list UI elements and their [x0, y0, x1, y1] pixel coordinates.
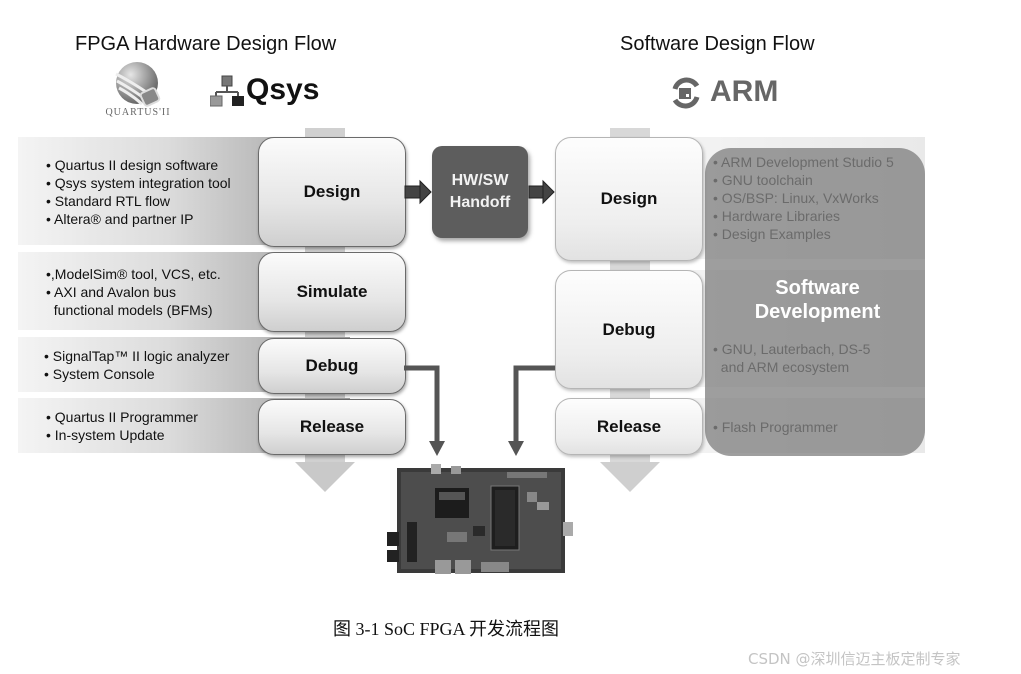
software-flow-heading: Software Design Flow: [620, 33, 815, 55]
bullet: • System Console: [44, 366, 155, 382]
hw-sw-handoff-box[interactable]: HW/SW Handoff: [432, 146, 528, 238]
hw-debug-bullets: • SignalTap™ II logic analyzer • System …: [44, 347, 229, 383]
hw-release-stage[interactable]: Release: [258, 399, 406, 455]
bullet: • Design Examples: [713, 226, 831, 242]
software-development-line1: Software: [775, 277, 860, 299]
bullet: • Qsys system integration tool: [46, 175, 231, 191]
bullet: • Quartus II design software: [46, 157, 219, 173]
hw-design-bullets: • Quartus II design software • Qsys syst…: [46, 156, 231, 228]
qsys-label: Qsys: [246, 72, 319, 108]
quartus-globe-icon: [115, 62, 161, 107]
software-development-line2: Development: [754, 301, 881, 323]
handoff-in-arrow: [404, 179, 432, 205]
bullet: • SignalTap™ II logic analyzer: [44, 348, 230, 364]
bullet: • In-system Update: [46, 427, 165, 443]
bullet: • Hardware Libraries: [713, 208, 841, 224]
bullet: • ARM Development Studio 5: [713, 154, 894, 170]
bullet: • AXI and Avalon bus: [46, 284, 176, 300]
qsys-logo: Qsys: [210, 72, 330, 112]
hardware-flow-heading: FPGA Hardware Design Flow: [75, 33, 337, 55]
quartus-logo: QUARTUS'II: [92, 60, 184, 122]
software-development-overlay: [705, 148, 925, 456]
handoff-line2: Handoff: [449, 194, 511, 211]
sw-debug-to-board-arrow: [508, 365, 555, 456]
hw-simulate-stage[interactable]: Simulate: [258, 252, 406, 332]
handoff-line1: HW/SW: [451, 172, 509, 189]
fpga-dev-board-image: [387, 464, 573, 574]
bullet: • OS/BSP: Linux, VxWorks: [713, 190, 879, 206]
watermark: CSDN @深圳信迈主板定制专家: [748, 650, 961, 668]
hw-debug-to-board-arrow: [404, 365, 445, 456]
bullet: • Quartus II Programmer: [46, 409, 198, 425]
sw-design-stage[interactable]: Design: [555, 137, 703, 261]
software-development-title: Software Development: [735, 276, 900, 324]
handoff-out-arrow: [528, 179, 555, 205]
bullet: functional models (BFMs): [46, 302, 213, 318]
hw-design-stage[interactable]: Design: [258, 137, 406, 247]
bullet: •,ModelSim® tool, VCS, etc.: [46, 266, 221, 282]
bullet: • Flash Programmer: [713, 419, 838, 435]
hw-simulate-bullets: •,ModelSim® tool, VCS, etc. • AXI and Av…: [46, 265, 221, 319]
sw-design-bullets: • ARM Development Studio 5 • GNU toolcha…: [713, 153, 894, 243]
sw-release-bullets: • Flash Programmer: [713, 418, 838, 436]
sw-release-stage[interactable]: Release: [555, 398, 703, 455]
bullet: • GNU, Lauterbach, DS-5: [713, 341, 871, 357]
hw-debug-stage[interactable]: Debug: [258, 338, 406, 394]
quartus-label: QUARTUS'II: [105, 107, 171, 118]
figure-caption: 图 3-1 SoC FPGA 开发流程图: [333, 619, 560, 639]
hw-flow-arrow-head: [295, 462, 355, 492]
sw-debug-bullets: • GNU, Lauterbach, DS-5 and ARM ecosyste…: [713, 340, 870, 376]
qsys-label-text: Qsys: [246, 73, 320, 106]
hw-release-bullets: • Quartus II Programmer • In-system Upda…: [46, 408, 198, 444]
qsys-hierarchy-icon: [210, 75, 244, 107]
sw-debug-stage[interactable]: Debug: [555, 270, 703, 389]
fpga-board: [387, 462, 575, 577]
bullet: • Standard RTL flow: [46, 193, 170, 209]
bullet: and ARM ecosystem: [713, 359, 850, 375]
arm-logo-icon: [672, 77, 700, 109]
bullet: • Altera® and partner IP: [46, 211, 194, 227]
arm-logo: ARM: [670, 75, 800, 109]
arm-label: ARM: [710, 75, 779, 108]
sw-flow-arrow-head: [600, 462, 660, 492]
bullet: • GNU toolchain: [713, 172, 813, 188]
